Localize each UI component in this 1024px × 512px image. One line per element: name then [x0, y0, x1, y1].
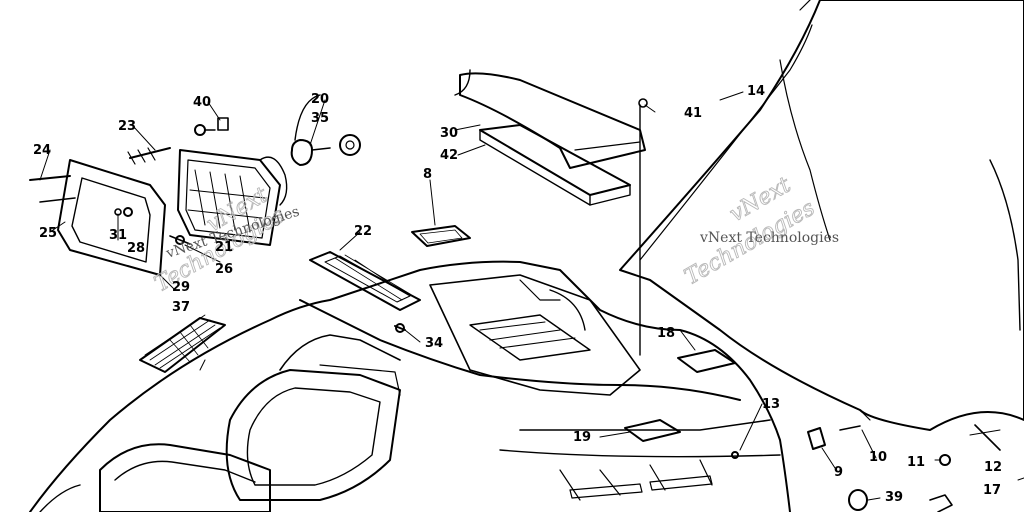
callout-29: 29: [172, 280, 190, 295]
callout-23: 23: [118, 119, 136, 134]
callout-labels: 40 20 35 14 41 23 24 30 42 8 25 31 28 21…: [33, 84, 1002, 505]
watermark-right-plain: vNext Technologies: [699, 230, 839, 246]
callout-34: 34: [425, 336, 443, 351]
callout-24: 24: [33, 143, 51, 158]
callout-18: 18: [657, 326, 675, 341]
callout-8: 8: [423, 167, 432, 182]
callout-41: 41: [684, 106, 702, 121]
decal-19: [624, 419, 681, 442]
windshield: [619, 0, 1024, 431]
headlight-bezel: [57, 159, 166, 276]
headlight-assembly: [177, 149, 288, 246]
callout-14: 14: [747, 84, 765, 99]
mesh-screen: [139, 314, 226, 373]
headlight-opening: [225, 334, 401, 501]
callout-21: 21: [215, 240, 233, 255]
dash-cover: [454, 69, 646, 169]
callout-20: 20: [311, 92, 329, 107]
hood-vent-grille: [309, 251, 421, 311]
right-hardware: [394, 98, 1001, 512]
callout-26: 26: [215, 262, 233, 277]
callout-19: 19: [573, 430, 591, 445]
callout-37: 37: [172, 300, 190, 315]
callout-39: 39: [885, 490, 903, 505]
callout-17: 17: [983, 483, 1001, 498]
callout-13: 13: [762, 397, 780, 412]
callout-22: 22: [354, 224, 372, 239]
dash-pad: [479, 124, 631, 206]
leader-lines: [39, 91, 1024, 501]
callout-30: 30: [440, 126, 458, 141]
callout-25: 25: [39, 226, 57, 241]
bulb-and-socket: [290, 94, 361, 166]
decal-8: [411, 225, 471, 247]
hood-body: [29, 260, 791, 512]
callout-12: 12: [984, 460, 1002, 475]
decal-18: [677, 349, 736, 373]
callout-40: 40: [193, 95, 211, 110]
air-intake: [39, 443, 271, 512]
callout-9: 9: [834, 465, 843, 480]
callout-35: 35: [311, 111, 329, 126]
callout-11: 11: [907, 455, 925, 470]
callout-31: 31: [109, 228, 127, 243]
mounting-screws: [29, 117, 229, 245]
callout-10: 10: [869, 450, 887, 465]
callout-28: 28: [127, 241, 145, 256]
callout-42: 42: [440, 148, 458, 163]
